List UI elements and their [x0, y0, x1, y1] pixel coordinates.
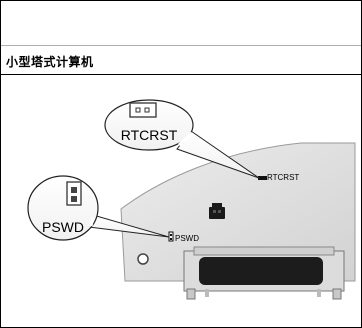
- pswd-board-jumper: [168, 231, 174, 242]
- mounting-hole: [137, 253, 149, 265]
- pswd-jumper-icon: [66, 181, 82, 206]
- pswd-board-label: PSWD: [175, 234, 199, 243]
- section-heading-row: 小型塔式计算机: [1, 46, 361, 75]
- rtcrst-callout-label: RTCRST: [121, 127, 178, 143]
- board-connector: [209, 203, 225, 219]
- section-title: 小型塔式计算机: [6, 55, 94, 69]
- empty-header-row: [1, 1, 361, 46]
- rtcrst-board-jumper: [258, 176, 267, 180]
- port-connector: [183, 246, 345, 300]
- rtcrst-board-label: RTCRST: [267, 173, 299, 182]
- jumper-figure-row: RTCRST RTCRST PSWD: [1, 75, 361, 327]
- pswd-callout-label: PSWD: [42, 219, 84, 235]
- rtcrst-callout: [104, 99, 194, 151]
- rtcrst-jumper-icon: [129, 102, 157, 118]
- system-board-illustration: RTCRST RTCRST PSWD: [27, 99, 356, 300]
